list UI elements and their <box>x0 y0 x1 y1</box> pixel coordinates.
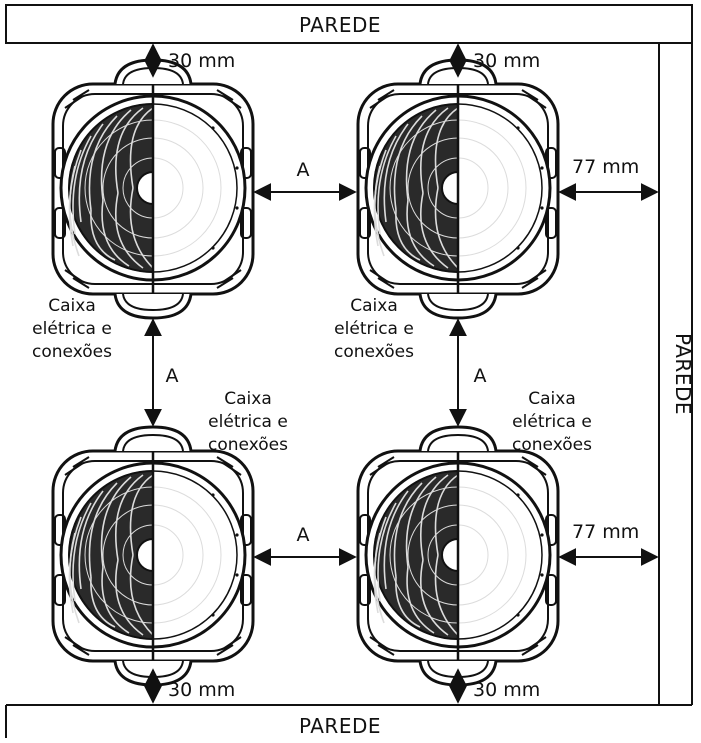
label-right-upper-77: 77 mm <box>572 156 639 178</box>
svg-text:Caixa: Caixa <box>528 389 576 409</box>
label-bottom-left-30: 30 mm <box>168 679 235 701</box>
fan-unit-top-right <box>356 58 560 320</box>
svg-text:Caixa: Caixa <box>48 296 96 316</box>
svg-text:elétrica e: elétrica e <box>208 412 288 432</box>
label-between-h-upper: A <box>297 159 310 181</box>
wall-top: PAREDE <box>5 4 693 44</box>
label-between-h-lower: A <box>297 524 310 546</box>
wall-bottom-label: PAREDE <box>299 714 381 738</box>
svg-text:conexões: conexões <box>334 342 414 362</box>
svg-text:conexões: conexões <box>512 435 592 455</box>
label-between-v-right: A <box>474 365 487 387</box>
label-right-lower-77: 77 mm <box>572 521 639 543</box>
svg-text:elétrica e: elétrica e <box>32 319 112 339</box>
label-top-left-30: 30 mm <box>168 50 235 72</box>
box-label-top-right: Caixa elétrica e conexões <box>334 296 414 362</box>
svg-text:conexões: conexões <box>32 342 112 362</box>
wall-bottom: PAREDE <box>5 704 692 738</box>
wall-top-label: PAREDE <box>299 13 381 37</box>
fan-unit-top-left <box>51 58 255 320</box>
box-label-top-left: Caixa elétrica e conexões <box>32 296 112 362</box>
svg-text:conexões: conexões <box>208 435 288 455</box>
label-between-v-left: A <box>166 365 179 387</box>
wall-right-label: PAREDE <box>671 333 695 415</box>
svg-text:elétrica e: elétrica e <box>334 319 414 339</box>
fan-unit-bottom-right <box>356 425 560 687</box>
box-label-bottom-left: Caixa elétrica e conexões <box>208 389 288 455</box>
label-bottom-right-30: 30 mm <box>473 679 540 701</box>
box-label-bottom-right: Caixa elétrica e conexões <box>512 389 592 455</box>
label-top-right-30: 30 mm <box>473 50 540 72</box>
svg-text:Caixa: Caixa <box>350 296 398 316</box>
svg-text:Caixa: Caixa <box>224 389 272 409</box>
fan-unit-bottom-left <box>51 425 255 687</box>
svg-text:elétrica e: elétrica e <box>512 412 592 432</box>
wall-right: PAREDE <box>658 43 695 705</box>
